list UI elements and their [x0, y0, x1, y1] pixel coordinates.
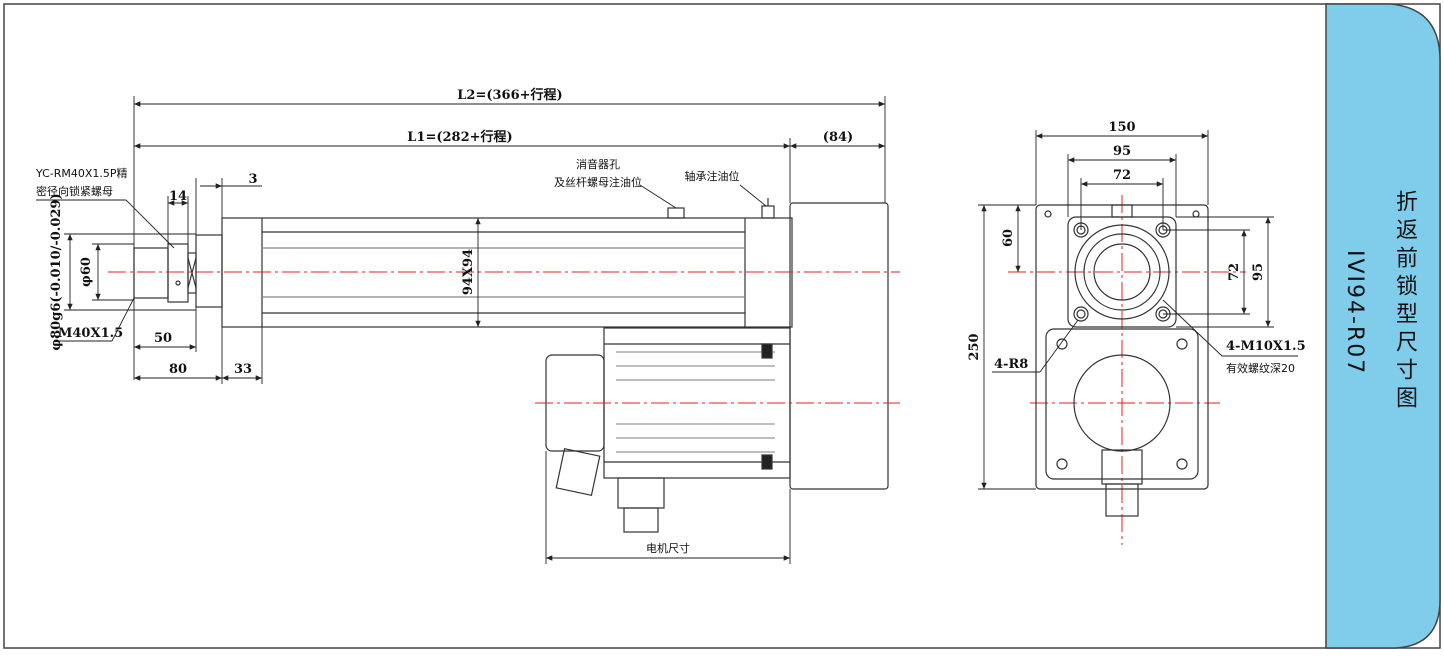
muffler-note-1: 消音器孔: [576, 157, 620, 171]
centerlines: [108, 195, 1246, 545]
dim-60-height: 60: [1001, 229, 1016, 247]
dim-95-height: 95: [1251, 263, 1266, 281]
rod-end-note-1: YC-RM40X1.5P精: [35, 167, 128, 180]
dim-L1: L1=(282+行程): [407, 129, 512, 145]
muffler-note-2: 及丝杆螺母注油位: [554, 175, 642, 189]
rod-end: [133, 247, 169, 299]
radius-label: 4-R8: [994, 357, 1028, 372]
drawing-title: 折返前锁型尺寸图: [1392, 190, 1417, 414]
dim-phi80: φ80g6(-0.010/-0.029): [49, 193, 64, 350]
dim-3: 3: [248, 172, 257, 187]
front-cap: [195, 234, 223, 308]
dim-84: (84): [823, 130, 853, 145]
dim-L2: L2=(366+行程): [457, 87, 562, 103]
dim-14: 14: [169, 189, 187, 204]
bearing-oil-note: 轴承注油位: [685, 169, 740, 183]
title-panel: [1325, 3, 1441, 649]
motor-size-label: 电机尺寸: [646, 541, 690, 555]
thread-depth-label: 有效螺纹深20: [1226, 361, 1295, 375]
dim-50: 50: [154, 331, 172, 346]
dim-phi60: φ60: [79, 257, 94, 287]
dim-150: 150: [1108, 120, 1135, 135]
thread-label: M40X1.5: [58, 326, 123, 341]
model-number: IVI94-R07: [1342, 250, 1367, 376]
motor-end-face: [1045, 328, 1199, 480]
bolt-thread-label: 4-M10X1.5: [1226, 339, 1306, 354]
dim-80: 80: [169, 362, 187, 377]
side-dimensions: [36, 96, 886, 564]
gearbox-housing: [789, 202, 889, 490]
dim-33: 33: [234, 362, 252, 377]
dim-72-height: 72: [1227, 263, 1242, 281]
dim-250-height: 250: [967, 333, 982, 360]
dim-95-width: 95: [1113, 144, 1131, 159]
dim-94x94: 94X94: [461, 249, 476, 295]
end-dimensions: [978, 130, 1298, 490]
rod-end-note-2: 密径向锁紧螺母: [36, 184, 113, 198]
dim-72-width: 72: [1113, 168, 1131, 183]
sheet-border: [3, 3, 1441, 649]
side-view: [133, 198, 889, 533]
lock-nut: [167, 243, 189, 303]
